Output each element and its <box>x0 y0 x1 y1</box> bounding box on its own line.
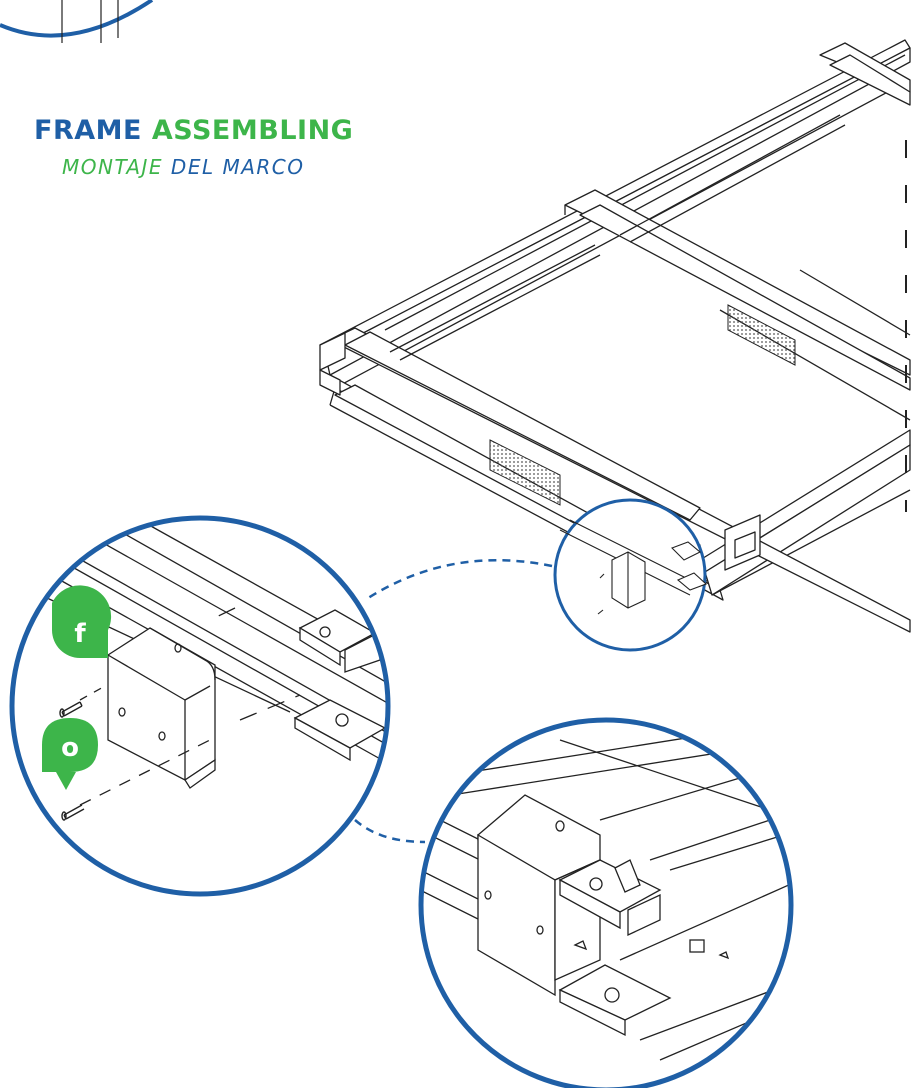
subtitle-word-montaje: MONTAJE <box>62 155 164 179</box>
step-badge-o: o <box>42 718 98 790</box>
badge-o-label: o <box>61 733 79 763</box>
source-detail-circle <box>553 498 708 652</box>
mesh-panel-front <box>489 439 561 506</box>
page-subtitle: MONTAJE DEL MARCO <box>62 155 305 179</box>
step-badge-f: f <box>52 585 112 658</box>
title-word-frame: FRAME <box>34 115 142 146</box>
previous-step-detail-circle <box>0 0 154 43</box>
subtitle-word-del-marco: DEL MARCO <box>170 155 305 179</box>
title-word-assembling: ASSEMBLING <box>151 115 354 146</box>
left-detail-circle <box>9 515 391 897</box>
connector-to-right-detail <box>354 819 426 844</box>
page-title: FRAME ASSEMBLING <box>34 115 353 147</box>
right-detail-circle <box>418 717 794 1088</box>
connector-to-left-detail <box>364 558 553 602</box>
screw-icon <box>59 701 85 821</box>
badge-f-label: f <box>74 619 86 649</box>
mesh-panel-middle <box>727 304 796 366</box>
